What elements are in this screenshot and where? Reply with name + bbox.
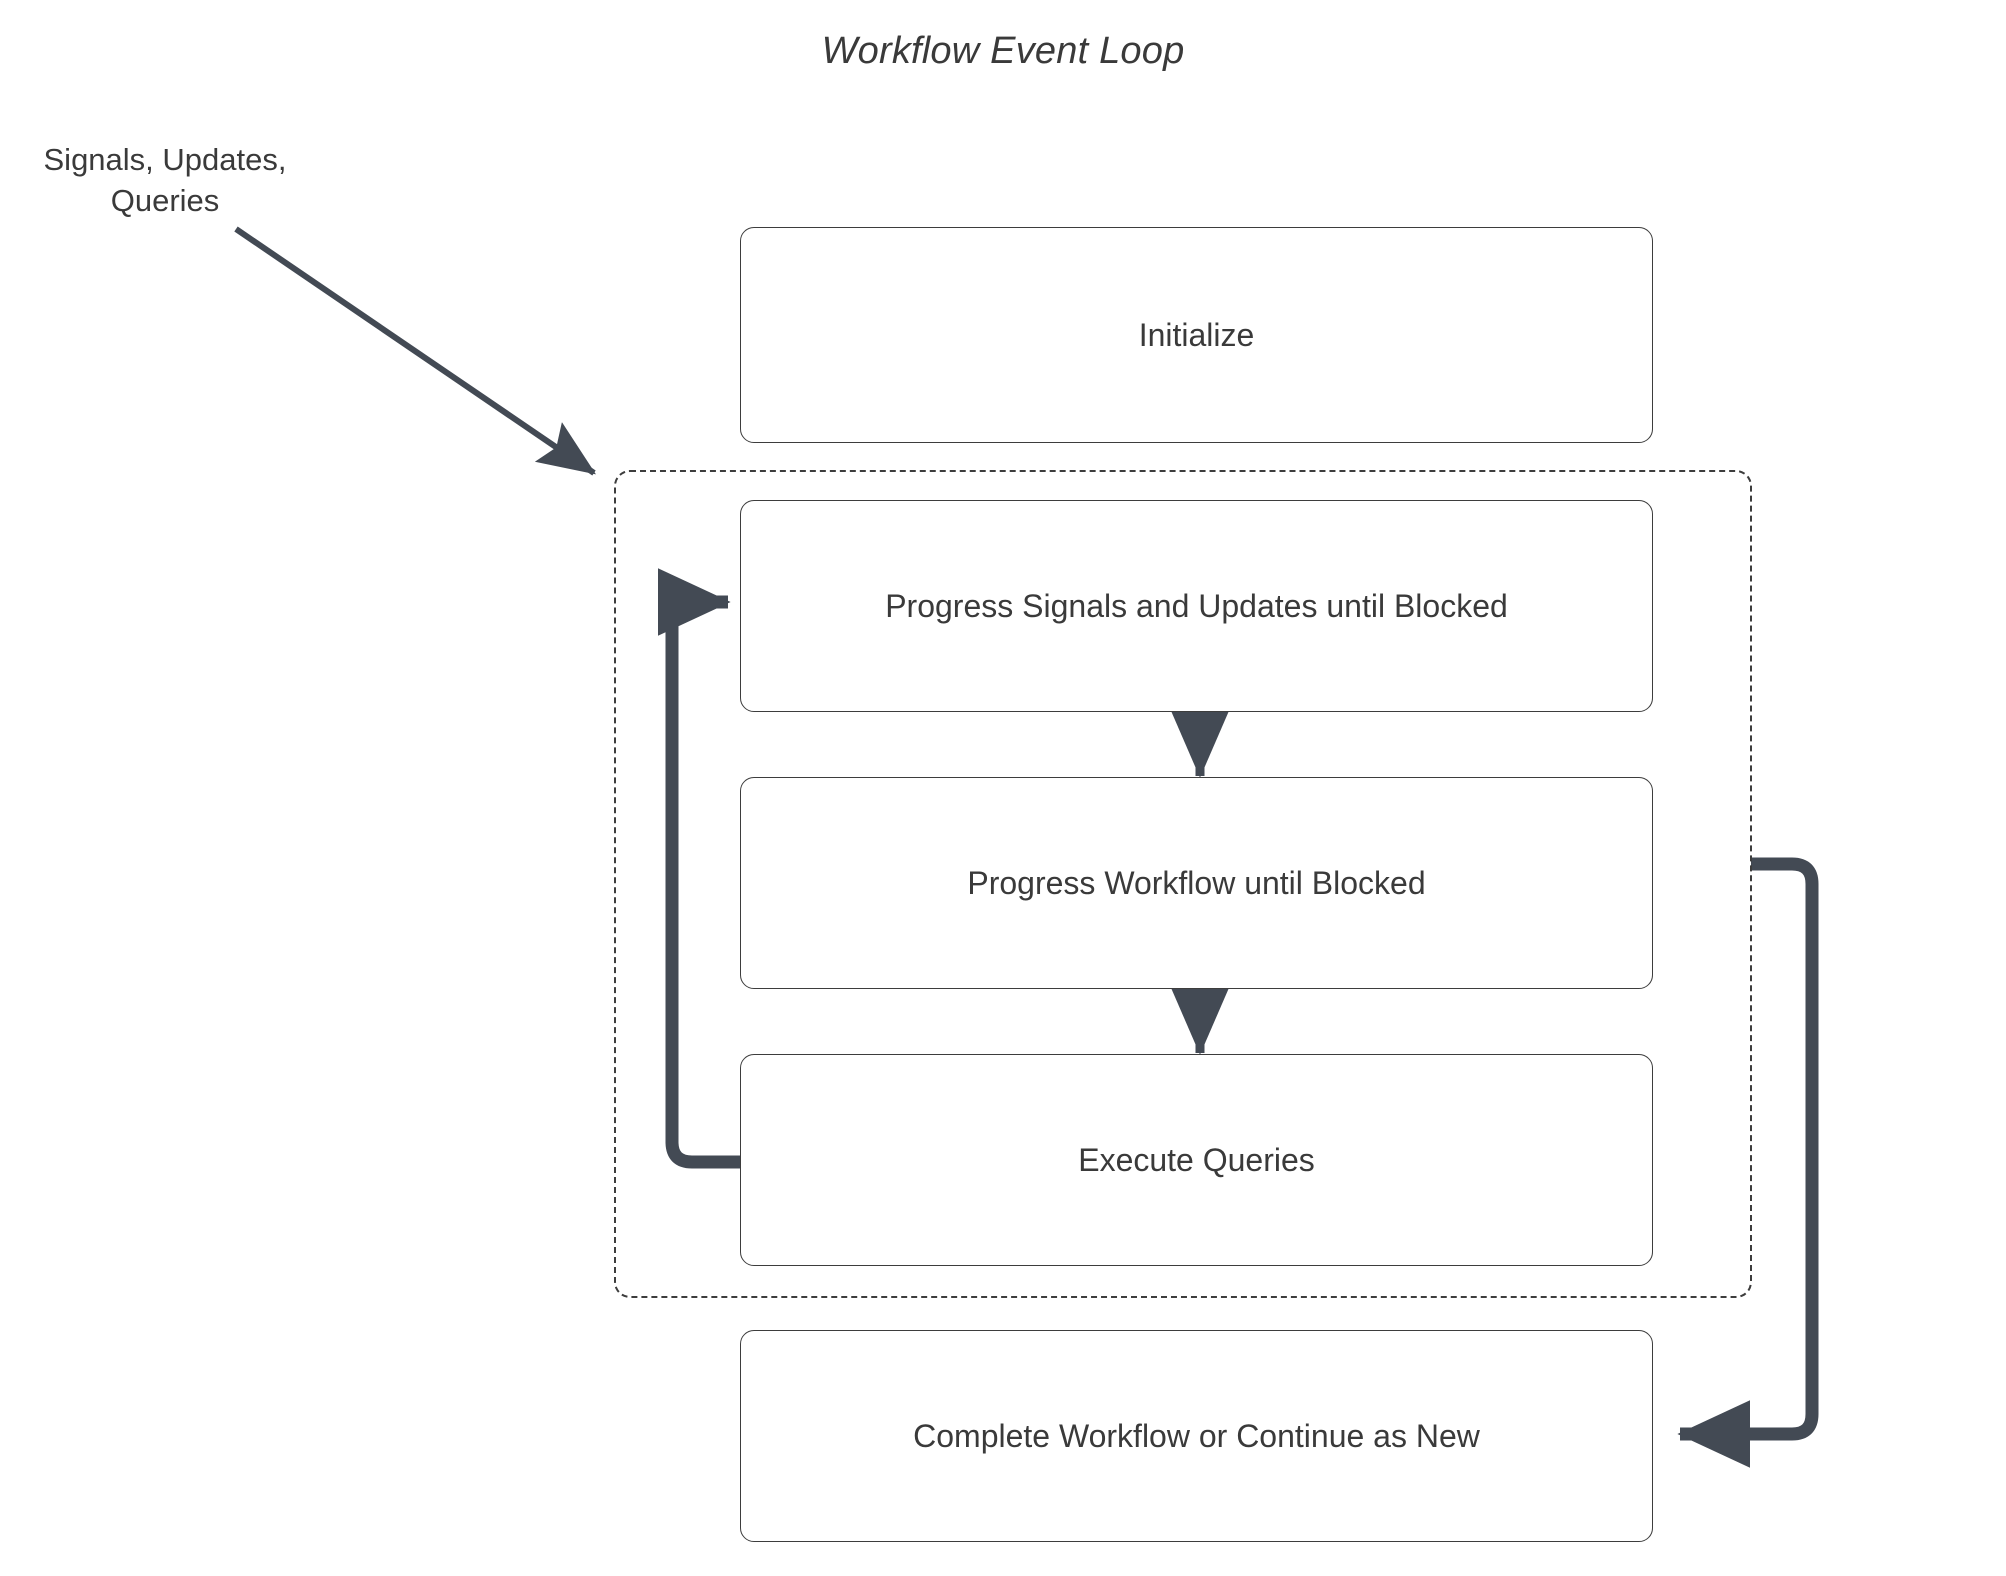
node-execute-queries-label: Execute Queries: [1078, 1142, 1315, 1178]
node-initialize[interactable]: Initialize: [740, 227, 1653, 443]
node-progress-workflow-label: Progress Workflow until Blocked: [967, 865, 1426, 901]
node-progress-signals[interactable]: Progress Signals and Updates until Block…: [740, 500, 1653, 712]
node-execute-queries[interactable]: Execute Queries: [740, 1054, 1653, 1266]
edge-loop-to-complete-arrow: [1677, 857, 1819, 1468]
node-progress-workflow[interactable]: Progress Workflow until Blocked: [740, 777, 1653, 989]
signals-updates-queries-label: Signals, Updates, Queries: [43, 142, 287, 218]
diagram-title: Workflow Event Loop: [821, 30, 1185, 72]
edge-signals-to-loop-arrow: [234, 226, 596, 476]
edge-queries-back-to-signals-arrow: [657, 568, 744, 1169]
node-complete-workflow-label: Complete Workflow or Continue as New: [913, 1418, 1480, 1454]
node-complete-workflow[interactable]: Complete Workflow or Continue as New: [740, 1330, 1653, 1542]
node-progress-signals-label: Progress Signals and Updates until Block…: [885, 588, 1508, 624]
node-initialize-label: Initialize: [1138, 317, 1255, 353]
event-loop-group: [614, 470, 1752, 1298]
